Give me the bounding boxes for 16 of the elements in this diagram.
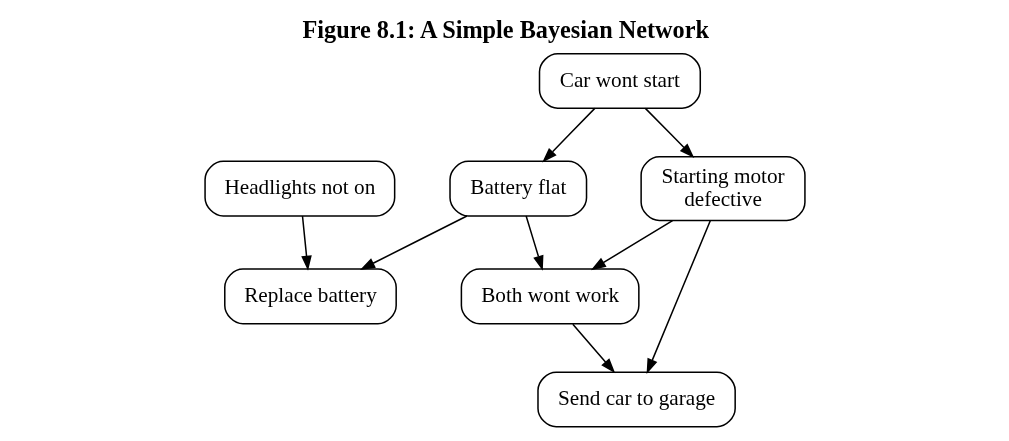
arrow: [590, 219, 673, 271]
node-box: Replace battery: [223, 268, 397, 325]
diagram-title: Figure 8.1: A Simple Bayesian Network: [302, 16, 709, 44]
node-box: Starting motor defective: [639, 156, 806, 222]
arrow: [646, 220, 711, 374]
node-box: Battery flat: [448, 160, 587, 217]
node-box: Both wont work: [460, 268, 640, 325]
arrow: [524, 215, 543, 271]
node-box: Send car to garage: [536, 371, 736, 428]
arrow: [644, 107, 694, 158]
arrow: [359, 215, 468, 270]
arrow: [571, 323, 615, 374]
arrow: [300, 215, 312, 271]
arrow: [541, 107, 596, 163]
node-box: Car wont start: [538, 52, 701, 110]
node-box: Headlights not on: [203, 160, 395, 217]
